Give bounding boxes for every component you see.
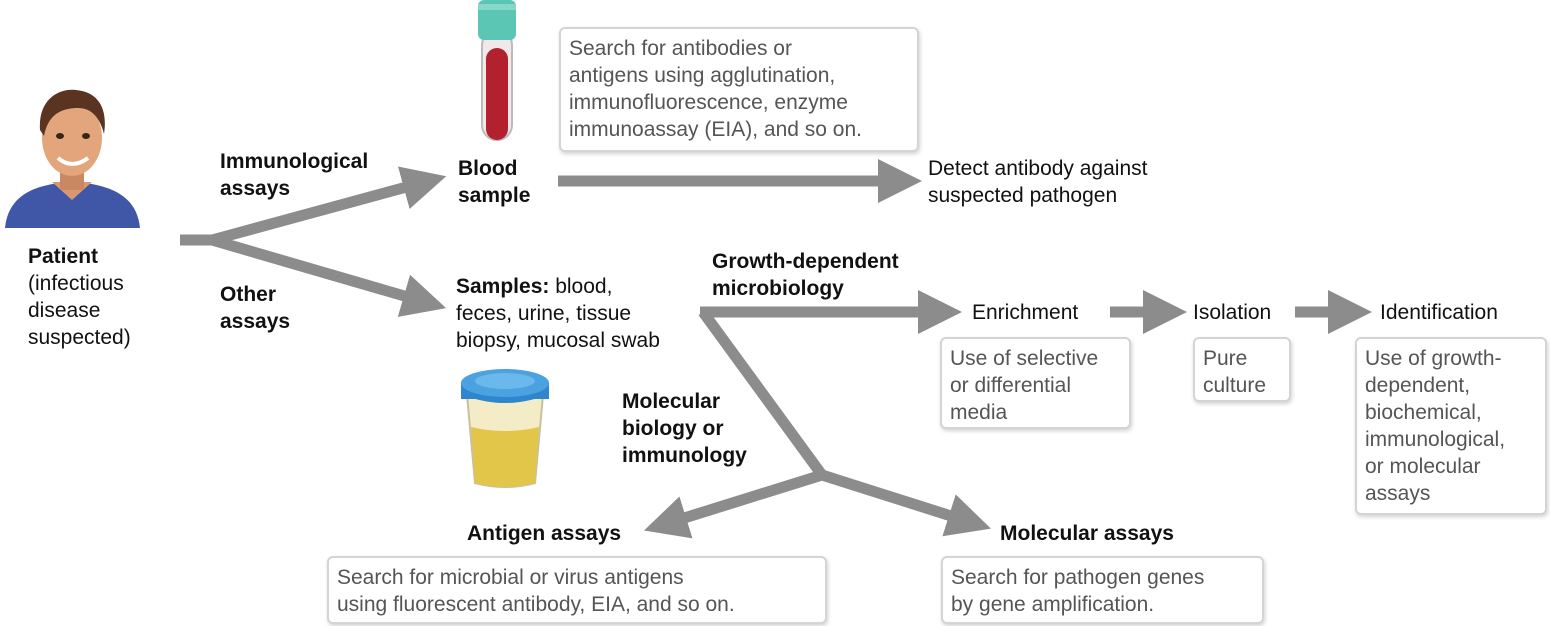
arrow-to-molecular-assays: [820, 469, 991, 537]
blood-tube-icon: [478, 0, 516, 141]
molecular-biology-label: Molecular biology or immunology: [622, 390, 747, 467]
arrow-to-antigen-assays: [643, 469, 824, 539]
antigen-assays-label: Antigen assays: [467, 522, 622, 545]
blood-sample-label: Blood sample: [458, 157, 531, 207]
detect-antibody-result: Detect antibody against suspected pathog…: [928, 157, 1148, 207]
antigen-assays-note-box: Search for microbial or virus antigens u…: [327, 556, 827, 624]
step-enrichment-label: Enrichment: [972, 301, 1079, 324]
samples-label: Samples: blood, feces, urine, tissue bio…: [456, 273, 660, 354]
samples-heading: Samples:: [456, 275, 550, 298]
blood-sample-note-box: Search for antibodies or antigens using …: [559, 27, 919, 152]
patient-subtitle: (infectious disease suspected): [28, 272, 131, 349]
step-isolation-label: Isolation: [1193, 301, 1272, 324]
step-identification-label: Identification: [1380, 301, 1498, 324]
patient-illustration-icon: [5, 89, 140, 228]
samples-list: blood, feces, urine, tissue biopsy, muco…: [456, 275, 660, 352]
patient-title: Patient: [28, 245, 99, 268]
molecular-assays-label: Molecular assays: [1000, 522, 1174, 545]
immunological-assays-label: Immunological assays: [220, 150, 369, 200]
molecular-branch-stem: [698, 308, 827, 479]
identification-note-box: Use of growth- dependent, biochemical, i…: [1355, 337, 1547, 515]
isolation-note-box: Pure culture: [1193, 337, 1291, 402]
arrow-to-samples: [210, 234, 447, 317]
molecular-assays-note-box: Search for pathogen genes by gene amplif…: [941, 556, 1264, 624]
enrichment-note-box: Use of selective or differential media: [940, 337, 1131, 429]
other-assays-label: Other assays: [220, 283, 291, 333]
growth-dependent-label: Growth-dependent microbiology: [712, 250, 899, 300]
arrow-to-blood-sample: [210, 166, 447, 246]
urine-cup-icon: [461, 369, 549, 488]
